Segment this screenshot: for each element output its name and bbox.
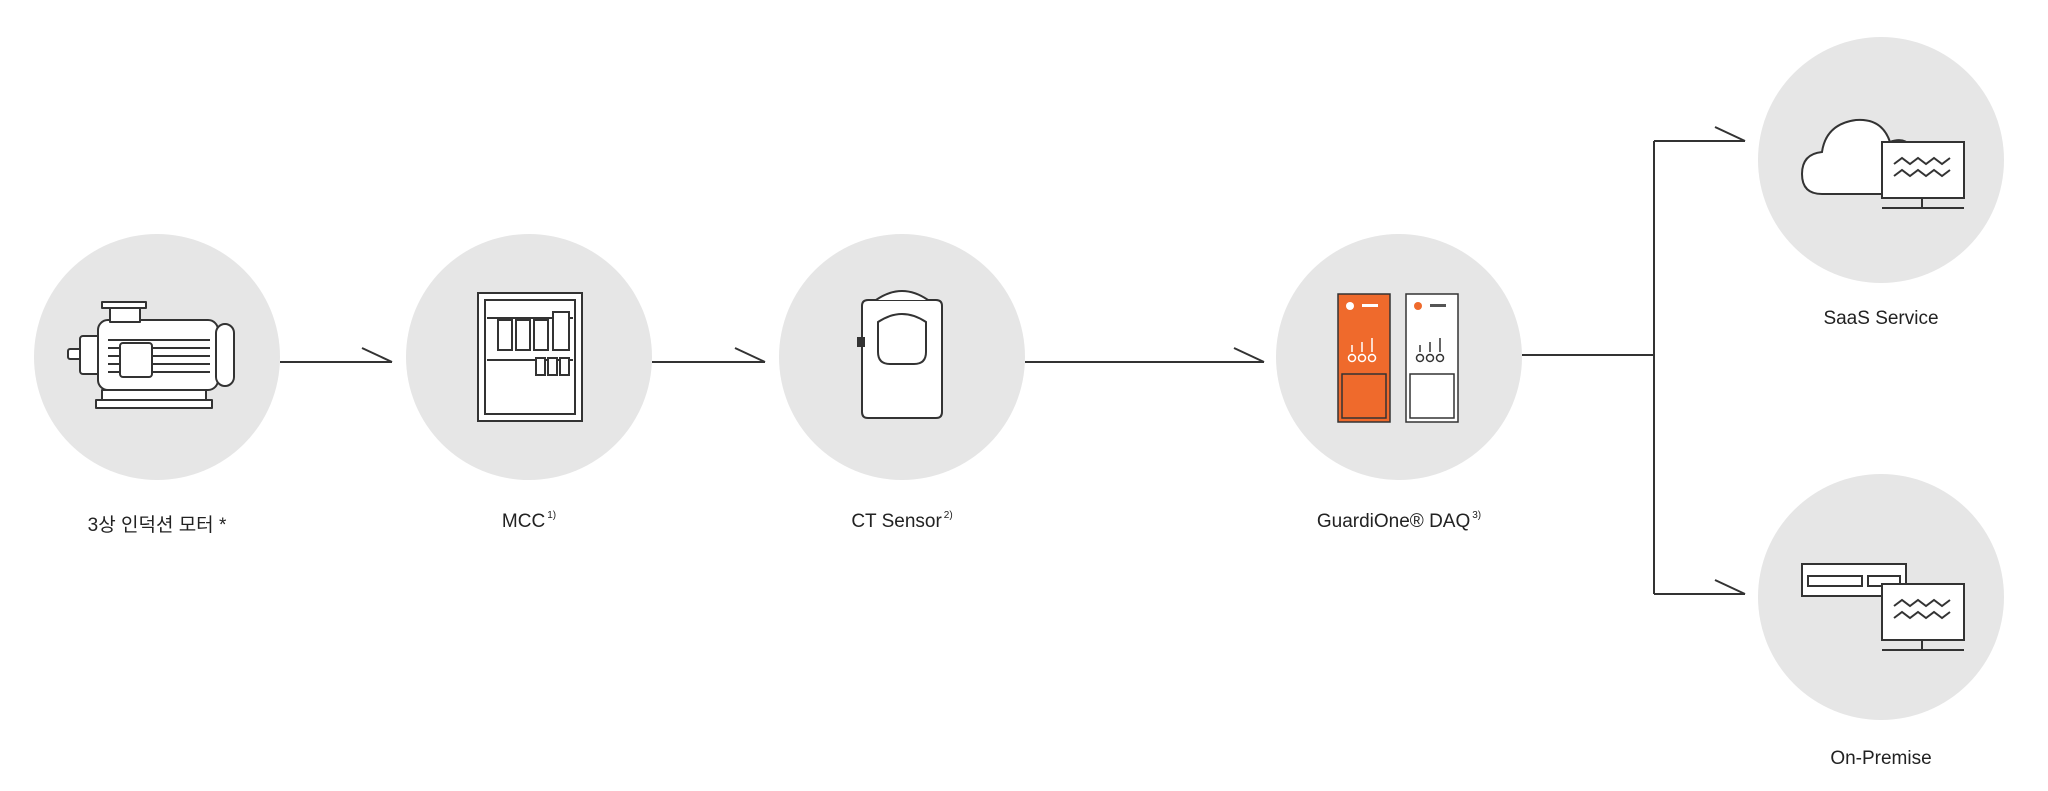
node-label-onprem: On-Premise [1721,748,2041,770]
ct-clamp-icon [857,290,943,419]
server-monitor-icon [1801,563,1965,651]
node-label-saas: SaaS Service [1721,308,2041,330]
saas-label-text: SaaS Service [1823,308,1939,329]
ct-footnote: 2) [943,510,953,521]
control-cabinet-icon [477,292,583,422]
node-label-motor: 3상 인덕션 모터 * [0,510,317,537]
motor-icon [67,301,235,409]
connector-ct-daq [1025,347,1265,363]
mcc-footnote: 1) [547,510,557,521]
connector-motor-mcc [280,347,393,363]
connector-daq-branch [1522,126,1746,595]
cloud-monitor-icon [1800,118,1965,209]
motor-label-text: 3상 인덕션 모터 * [87,515,227,536]
daq-label-text: GuardiOne® DAQ [1316,511,1471,532]
onprem-label-text: On-Premise [1830,748,1932,769]
daq-node-circle [1276,234,1522,480]
connector-mcc-ct [652,347,766,363]
daq-footnote: 3) [1472,510,1482,521]
daq-devices-icon [1337,293,1459,423]
ct-label-text: CT Sensor [851,511,942,532]
mcc-label-text: MCC [501,511,546,532]
